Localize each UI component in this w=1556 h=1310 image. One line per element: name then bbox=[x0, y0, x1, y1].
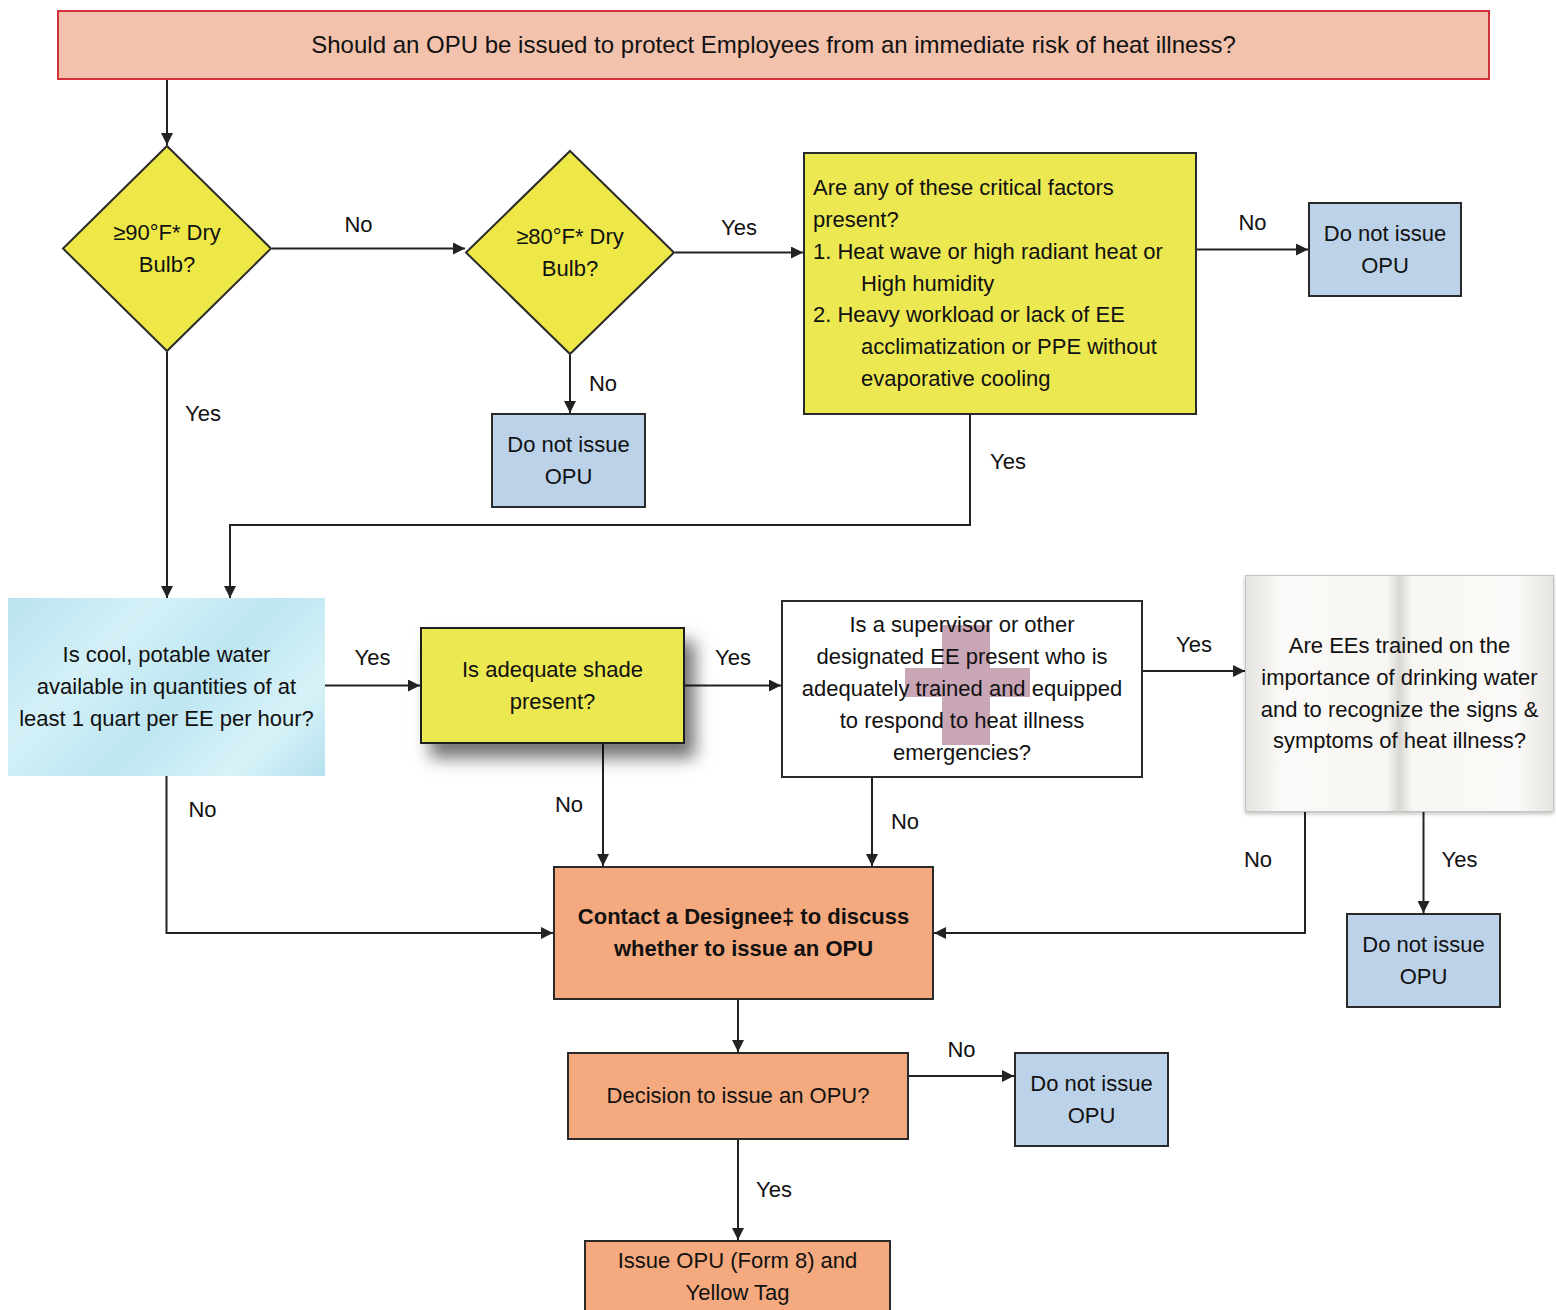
connector bbox=[569, 355, 571, 413]
action-box: Decision to issue an OPU? bbox=[567, 1052, 909, 1140]
question-box: Is cool, potable water available in quan… bbox=[8, 598, 325, 776]
node-text: Are any of these critical factors presen… bbox=[813, 172, 1187, 236]
connector bbox=[675, 252, 803, 254]
connector bbox=[166, 352, 168, 598]
node-content: Do not issue OPU bbox=[1348, 915, 1499, 1006]
edge-label: No bbox=[586, 371, 620, 397]
connector bbox=[167, 776, 554, 933]
node-text: 1. Heat wave or high radiant heat or Hig… bbox=[813, 236, 1187, 300]
node-text: Is cool, potable water available in quan… bbox=[18, 639, 315, 735]
connector bbox=[737, 1140, 739, 1240]
node-text: ≥80°F* Dry Bulb? bbox=[505, 221, 635, 285]
edge-label: Yes bbox=[753, 1177, 795, 1203]
node-text: Decision to issue an OPU? bbox=[583, 1080, 893, 1112]
decision-diamond: ≥80°F* Dry Bulb? bbox=[465, 150, 675, 355]
connector bbox=[737, 1000, 739, 1052]
node-text: Do not issue OPU bbox=[1024, 1068, 1159, 1132]
diamond-outline bbox=[466, 151, 674, 354]
node-text: Is a supervisor or other designated EE p… bbox=[793, 609, 1131, 768]
node-content: Is cool, potable water available in quan… bbox=[8, 598, 325, 776]
node-content: Is a supervisor or other designated EE p… bbox=[783, 602, 1141, 776]
title-box: Should an OPU be issued to protect Emplo… bbox=[57, 10, 1490, 80]
node-content: Issue OPU (Form 8) and Yellow Tag bbox=[586, 1242, 889, 1310]
edge-label: Yes bbox=[987, 449, 1029, 475]
node-text: Is adequate shade present? bbox=[436, 654, 669, 718]
question-box: Is a supervisor or other designated EE p… bbox=[781, 600, 1143, 778]
node-text: ≥90°F* Dry Bulb? bbox=[102, 217, 232, 281]
node-text: Should an OPU be issued to protect Emplo… bbox=[79, 28, 1468, 63]
edge-label: No bbox=[1235, 209, 1269, 235]
node-text: Are EEs trained on the importance of dri… bbox=[1254, 630, 1545, 758]
diamond-shape bbox=[465, 150, 675, 355]
node-content: Do not issue OPU bbox=[1016, 1054, 1167, 1145]
node-text: Issue OPU (Form 8) and Yellow Tag bbox=[600, 1245, 875, 1309]
action-box: Contact a Designee‡ to discuss whether t… bbox=[553, 866, 934, 1000]
connector bbox=[1143, 670, 1245, 672]
edge-label: No bbox=[944, 1037, 978, 1063]
node-content: Should an OPU be issued to protect Emplo… bbox=[59, 12, 1488, 78]
connector-group bbox=[167, 80, 1424, 1240]
outcome-box: Do not issue OPU bbox=[1346, 913, 1501, 1008]
diamond-outline bbox=[63, 146, 271, 351]
node-content: Decision to issue an OPU? bbox=[569, 1054, 907, 1138]
node-content: Do not issue OPU bbox=[493, 415, 644, 506]
action-box: Issue OPU (Form 8) and Yellow Tag bbox=[584, 1240, 891, 1310]
node-text: Contact a Designee‡ to discuss whether t… bbox=[575, 901, 912, 965]
node-content: Are EEs trained on the importance of dri… bbox=[1246, 576, 1553, 811]
outcome-box: Do not issue OPU bbox=[1014, 1052, 1169, 1147]
edge-label: No bbox=[341, 211, 375, 237]
connector bbox=[272, 248, 465, 250]
connector bbox=[909, 1075, 1014, 1077]
connector bbox=[871, 778, 873, 866]
connector bbox=[934, 812, 1305, 933]
edge-label: No bbox=[552, 792, 586, 818]
node-text: Do not issue OPU bbox=[1356, 929, 1491, 993]
outcome-box: Do not issue OPU bbox=[491, 413, 646, 508]
question-box: Are any of these critical factors presen… bbox=[803, 152, 1197, 415]
connector bbox=[166, 80, 168, 145]
connector bbox=[602, 744, 604, 866]
connector bbox=[325, 685, 420, 687]
node-content: Contact a Designee‡ to discuss whether t… bbox=[555, 868, 932, 998]
node-content: Do not issue OPU bbox=[1310, 204, 1460, 295]
connector bbox=[1197, 249, 1308, 251]
edge-label: Yes bbox=[1173, 632, 1215, 658]
node-content: Are any of these critical factors presen… bbox=[805, 154, 1195, 413]
question-box: Are EEs trained on the importance of dri… bbox=[1245, 575, 1554, 812]
outcome-box: Do not issue OPU bbox=[1308, 202, 1462, 297]
node-content: ≥80°F* Dry Bulb? bbox=[465, 150, 675, 355]
diamond-shape bbox=[62, 145, 272, 352]
edge-label: No bbox=[185, 797, 219, 823]
connector bbox=[1423, 812, 1425, 913]
node-content: Is adequate shade present? bbox=[422, 629, 683, 742]
node-text: 2. Heavy workload or lack of EE acclimat… bbox=[813, 299, 1187, 395]
connector bbox=[685, 685, 781, 687]
edge-label: No bbox=[888, 809, 922, 835]
edge-label: Yes bbox=[718, 214, 760, 240]
question-box: Is adequate shade present? bbox=[420, 627, 685, 744]
node-text: Do not issue OPU bbox=[501, 429, 636, 493]
node-text: Do not issue OPU bbox=[1318, 218, 1452, 282]
edge-label: Yes bbox=[1439, 847, 1481, 873]
edge-label: Yes bbox=[712, 644, 754, 670]
edge-label: Yes bbox=[352, 644, 394, 670]
decision-diamond: ≥90°F* Dry Bulb? bbox=[62, 145, 272, 352]
edge-label: No bbox=[1241, 847, 1275, 873]
edge-label: Yes bbox=[182, 401, 224, 427]
node-content: ≥90°F* Dry Bulb? bbox=[62, 145, 272, 352]
